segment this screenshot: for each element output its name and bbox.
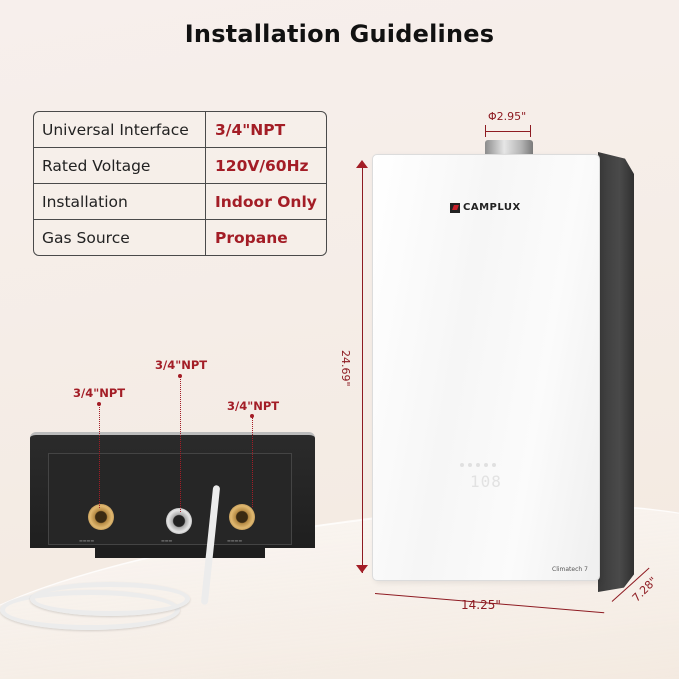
npt-label-right: 3/4"NPT <box>227 399 280 413</box>
flue-pipe <box>485 140 533 158</box>
hot-water-outlet-fitting <box>229 504 255 530</box>
spec-value: 120V/60Hz <box>215 156 309 175</box>
flue-dimension-line <box>486 131 530 132</box>
dimension-tick <box>485 125 486 137</box>
water-heater-front <box>372 154 600 581</box>
indicator-dots <box>460 463 518 467</box>
page-title: Installation Guidelines <box>184 20 495 48</box>
spec-value: Propane <box>215 228 288 247</box>
leader-line-left <box>97 402 101 508</box>
label-plate: ▬▬▬ <box>161 538 173 543</box>
heater-side-panel <box>598 152 634 592</box>
spec-row-installation: Installation Indoor Only <box>34 184 326 220</box>
spec-row-gas-source: Gas Source Propane <box>34 220 326 255</box>
control-display: 108 <box>458 463 518 513</box>
spec-row-interface: Universal Interface 3/4"NPT <box>34 112 326 148</box>
mounting-bracket <box>95 548 265 558</box>
spec-label: Universal Interface <box>34 112 206 147</box>
spec-value: Indoor Only <box>215 192 317 211</box>
height-label: 24.69" <box>339 350 352 387</box>
brand-logo: CAMPLUX <box>450 202 521 213</box>
flue-diameter-label: Φ2.95" <box>488 110 527 123</box>
brand-name: CAMPLUX <box>463 202 521 213</box>
spec-value: 3/4"NPT <box>215 120 286 139</box>
arrow-down-icon <box>356 565 368 573</box>
spec-label: Gas Source <box>34 220 206 255</box>
npt-label-center: 3/4"NPT <box>155 358 208 372</box>
npt-label-left: 3/4"NPT <box>73 386 126 400</box>
leader-line-center <box>178 374 182 512</box>
width-label: 14.25" <box>461 598 501 612</box>
height-dimension-line <box>362 163 363 573</box>
camplux-logo-icon <box>450 202 460 213</box>
model-name: Climatech 7 <box>552 566 588 573</box>
arrow-up-icon <box>356 160 368 168</box>
label-plate: ▬▬▬▬ <box>227 538 243 543</box>
leader-line-right <box>250 414 254 507</box>
label-plate: ▬▬▬▬ <box>79 538 95 543</box>
spec-table: Universal Interface 3/4"NPT Rated Voltag… <box>33 111 327 256</box>
power-cord-coil <box>30 582 190 616</box>
connection-panel: ▬▬▬▬ ▬▬▬ ▬▬▬▬ <box>30 432 315 548</box>
spec-row-voltage: Rated Voltage 120V/60Hz <box>34 148 326 184</box>
dimension-tick <box>530 125 531 137</box>
spec-label: Installation <box>34 184 206 219</box>
cold-water-inlet-fitting <box>88 504 114 530</box>
temperature-readout: 108 <box>470 472 502 491</box>
spec-label: Rated Voltage <box>34 148 206 183</box>
gas-inlet-fitting <box>166 508 192 534</box>
